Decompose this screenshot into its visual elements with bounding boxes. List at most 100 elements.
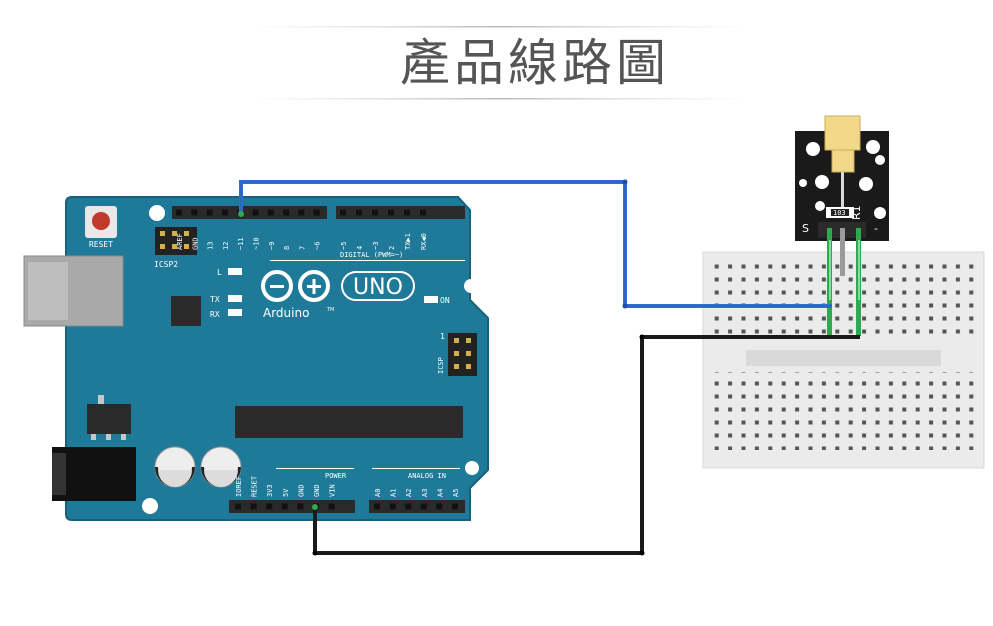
- digital-pin-label: ~5: [340, 242, 348, 250]
- digital-pin-label: RX◀0: [420, 233, 428, 250]
- title-rule-top: [250, 26, 750, 28]
- power-analog-pin-holes: [235, 503, 458, 510]
- power-label-rule: [276, 468, 354, 469]
- breadboard-holes-bottom: [710, 372, 978, 450]
- usb-chip: [171, 296, 201, 326]
- header-pin-hole: [420, 209, 426, 216]
- power-pin-label: GND: [313, 484, 321, 497]
- resistor-body: [831, 209, 849, 216]
- laser-diode-head: [824, 115, 861, 151]
- header-pin-hole: [452, 503, 458, 510]
- uno-badge: [341, 271, 415, 301]
- digital-pin-label: ~11: [237, 237, 245, 250]
- icsp-pin1-label: 1: [440, 332, 445, 341]
- header-pin-hole: [252, 209, 259, 216]
- power-pin-label: IOREF: [235, 476, 243, 497]
- mount-hole: [465, 461, 479, 475]
- led-tx-label: TX: [210, 295, 220, 304]
- digital-pin-label: 13: [207, 242, 215, 250]
- title-rule-bottom: [250, 98, 750, 100]
- page-title: 產品線路圖: [400, 34, 670, 92]
- led-l: [228, 268, 242, 275]
- header-pin-hole: [283, 209, 290, 216]
- mount-hole: [142, 498, 158, 514]
- digital-pin-labels: AREF GND 13 12 ~11 ~10 ~9 8 7 ~6 ~5 4 ~3 2 TX▶1 RX◀0: [176, 233, 428, 250]
- power-pin-label: VIN: [329, 484, 337, 497]
- digital-pin-label: ~3: [372, 242, 380, 250]
- digital-pin-label: AREF: [176, 233, 184, 250]
- module-pin-s-label: S: [802, 222, 809, 235]
- reset-button-cap[interactable]: [92, 212, 110, 230]
- led-rx-label: RX: [210, 310, 220, 319]
- led-rx: [228, 309, 242, 316]
- wire-end-gnd: [312, 504, 318, 510]
- digital-pin-label: 12: [222, 242, 230, 250]
- wire-joint: [622, 179, 628, 185]
- reset-label: RESET: [89, 240, 113, 249]
- analog-pin-label: A0: [374, 489, 382, 497]
- digital-pin-label: 8: [283, 246, 291, 250]
- led-on: [424, 296, 438, 303]
- icsp2-label: ICSP2: [154, 260, 178, 269]
- header-pin-hole: [374, 503, 380, 510]
- header-pin-hole: [328, 503, 335, 510]
- power-pin-label: RESET: [251, 475, 259, 497]
- analog-pin-label: A1: [390, 489, 398, 497]
- led-tx: [228, 295, 242, 302]
- header-pin-hole: [313, 209, 320, 216]
- wire-end-pin13: [238, 211, 244, 217]
- header-pin-hole: [356, 209, 362, 216]
- digital-pin-label: TX▶1: [404, 233, 412, 250]
- analog-label: ANALOG IN: [408, 472, 446, 480]
- analog-pin-label: A5: [452, 489, 460, 497]
- digital-pin-label: 4: [356, 246, 364, 250]
- header-pin-hole: [388, 209, 394, 216]
- digital-pin-holes: [176, 209, 426, 216]
- dc-barrel-jack-front: [52, 453, 66, 495]
- module-hole: [859, 177, 873, 191]
- power-pin-label: 3V3: [266, 484, 274, 497]
- header-pin-hole: [250, 503, 257, 510]
- power-pin-label: 5V: [282, 488, 290, 497]
- brand-label: Arduino: [263, 306, 309, 320]
- led-on-label: ON: [440, 296, 450, 305]
- digital-pin-label: ~9: [268, 242, 276, 250]
- header-pin-hole: [298, 209, 305, 216]
- voltage-regulator: [87, 395, 131, 440]
- header-pin-hole: [405, 503, 412, 510]
- trademark-label: TM: [326, 307, 334, 313]
- board-pcb: [65, 196, 489, 521]
- laser-diode-lead: [841, 172, 844, 208]
- laser-diode-body: [831, 149, 855, 173]
- analog-pin-label: A4: [436, 489, 444, 497]
- icsp-label: ICSP: [437, 357, 445, 374]
- breadboard: [702, 251, 985, 469]
- icsp-header: [448, 333, 477, 376]
- power-pin-label: GND: [297, 484, 305, 497]
- microcontroller-chip: [235, 406, 463, 438]
- uno-label: UNO: [353, 275, 403, 300]
- digital-label-rule: [270, 260, 465, 261]
- module-hole: [875, 155, 885, 165]
- analog-pin-label: A3: [421, 489, 429, 497]
- digital-pin-label: ~6: [314, 242, 322, 250]
- header-pin-hole: [267, 209, 274, 216]
- module-hole: [815, 201, 825, 211]
- digital-pin-label: ~10: [253, 237, 261, 250]
- header-pin-hole: [281, 503, 288, 510]
- digital-pin-label: 7: [298, 246, 306, 250]
- laser-module: 103 R1 S -: [795, 115, 889, 241]
- header-pin-hole: [372, 209, 378, 216]
- digital-pin-label: 2: [388, 246, 396, 250]
- header-pin-hole: [404, 209, 410, 216]
- usb-connector-inner: [28, 262, 68, 320]
- module-hole: [866, 140, 880, 154]
- breadboard-center-channel: [746, 350, 941, 366]
- header-pin-hole: [221, 209, 228, 216]
- power-header: [229, 500, 465, 513]
- capacitor: [154, 446, 196, 488]
- header-pin-hole: [420, 503, 427, 510]
- digital-pin-label: GND: [191, 237, 199, 250]
